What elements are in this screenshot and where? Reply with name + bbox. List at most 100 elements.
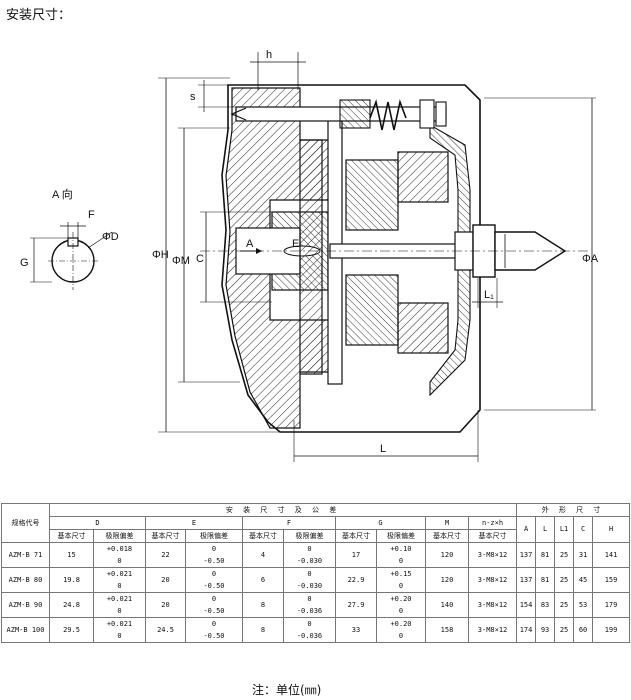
col-M: M: [425, 516, 469, 530]
cell-G-tolerance: +0.20 0: [376, 592, 426, 618]
tolerance-lower: 0: [398, 607, 404, 615]
cell-F-tolerance: 0 -0.030: [283, 567, 336, 593]
cell-L1: 25: [554, 592, 575, 618]
cell-A: 137: [516, 567, 537, 593]
cell-L1: 25: [554, 567, 575, 593]
dimension-table: 规格代号 安 装 尺 寸 及 公 差 外 形 尺 寸 D E F G M n-z…: [1, 503, 631, 643]
cell-F-tolerance: 0 -0.036: [283, 617, 336, 643]
view-label: A 向: [52, 187, 73, 201]
tolerance-lower: -0.030: [296, 557, 323, 565]
label-A-arrow: A: [246, 238, 254, 250]
tolerance-upper: 0: [307, 595, 312, 603]
cell-H: 141: [592, 542, 631, 568]
cell-E-basic: 20: [145, 592, 186, 618]
cell-G-basic: 33: [335, 617, 377, 643]
dim-L1: L₁: [484, 289, 494, 301]
cell-E-basic: 24.5: [145, 617, 186, 643]
dim-E: E: [292, 238, 299, 250]
cell-nzh: 3-M8×12: [467, 592, 518, 618]
sub-tol: 极限偏差: [93, 529, 146, 543]
sub-basic: 基本尺寸: [49, 529, 94, 543]
tolerance-upper: +0.10: [390, 545, 412, 553]
cell-F-basic: 4: [242, 542, 284, 568]
col-C: C: [573, 516, 594, 543]
tolerance-lower: -0.50: [203, 607, 225, 615]
tolerance-lower: 0: [398, 557, 404, 565]
dim-L: L: [380, 443, 386, 455]
col-L: L: [535, 516, 556, 543]
dim-s: s: [190, 91, 196, 103]
cell-F-basic: 6: [242, 567, 284, 593]
tolerance-upper: 0: [307, 570, 312, 578]
unit-note: 注：单位(㎜): [252, 683, 322, 697]
dim-phiA: ΦA: [582, 253, 599, 265]
tolerance-upper: 0: [211, 570, 217, 578]
tolerance-upper: 0: [307, 545, 312, 553]
tolerance-upper: +0.15: [390, 570, 412, 578]
table-header-row-2: D E F G M n-z×h A L L1 C H: [2, 516, 631, 543]
cell-nzh: 3-M8×12: [467, 567, 518, 593]
tolerance-upper: +0.021: [106, 595, 133, 603]
cell-G-tolerance: +0.10 0: [376, 542, 426, 568]
cell-E-tolerance: 0 -0.50: [185, 542, 243, 568]
tolerance-upper: 0: [211, 620, 217, 628]
cell-G-basic: 17: [335, 542, 377, 568]
cell-M: 158: [425, 617, 469, 643]
col-G: G: [335, 516, 426, 530]
dim-F-small: F: [88, 209, 95, 221]
col-E: E: [145, 516, 243, 530]
tolerance-upper: 0: [307, 620, 312, 628]
tolerance-lower: -0.50: [203, 632, 225, 640]
tolerance-upper: +0.021: [106, 620, 133, 628]
dim-phiH: ΦH: [152, 249, 169, 261]
cell-G-basic: 22.9: [335, 567, 377, 593]
cell-D-basic: 15: [49, 542, 94, 568]
tolerance-upper: 0: [211, 545, 217, 553]
cell-E-tolerance: 0 -0.50: [185, 617, 243, 643]
dim-G-small: G: [20, 257, 29, 269]
page-heading: 安装尺寸：: [6, 8, 72, 23]
sub-basic: 基本尺寸: [467, 529, 518, 543]
dim-phiM: ΦM: [172, 255, 190, 267]
sub-tol: 极限偏差: [283, 529, 336, 543]
tolerance-lower: -0.036: [296, 632, 323, 640]
tolerance-upper: +0.20: [390, 595, 412, 603]
cell-E-tolerance: 0 -0.50: [185, 592, 243, 618]
cell-E-tolerance: 0-0.50: [185, 567, 243, 593]
col-L1: L1: [554, 516, 575, 543]
tolerance-lower: 0: [117, 607, 122, 615]
cell-A: 154: [516, 592, 537, 618]
cell-C: 60: [573, 617, 594, 643]
cell-L1: 25: [554, 542, 575, 568]
tolerance-lower: -0.50: [203, 557, 225, 565]
cell-L: 83: [535, 592, 556, 618]
cell-F-tolerance: 0 -0.030: [283, 542, 336, 568]
cell-M: 120: [425, 567, 469, 593]
cell-D-basic: 24.8: [49, 592, 94, 618]
dim-h: h: [266, 49, 272, 61]
cell-G-basic: 27.9: [335, 592, 377, 618]
sub-basic: 基本尺寸: [145, 529, 186, 543]
tolerance-lower: -0.030: [296, 582, 323, 590]
cell-C: 53: [573, 592, 594, 618]
sub-tol: 极限偏差: [376, 529, 426, 543]
tolerance-upper: 0: [211, 595, 217, 603]
row-spec: AZM-B 71: [1, 542, 50, 568]
cell-H: 179: [592, 592, 631, 618]
tolerance-upper: +0.021: [106, 570, 133, 578]
tolerance-lower: 0: [117, 557, 122, 565]
spec-header: 规格代号: [1, 503, 50, 543]
cell-A: 174: [516, 617, 537, 643]
tolerance-lower: -0.036: [296, 607, 323, 615]
cell-C: 31: [573, 542, 594, 568]
shaft-end-view: A 向 F G ΦD: [20, 187, 119, 290]
row-spec: AZM-B 80: [1, 567, 50, 593]
row-spec: AZM-B 90: [1, 592, 50, 618]
cell-H: 159: [592, 567, 631, 593]
tolerance-lower: 0: [117, 632, 122, 640]
